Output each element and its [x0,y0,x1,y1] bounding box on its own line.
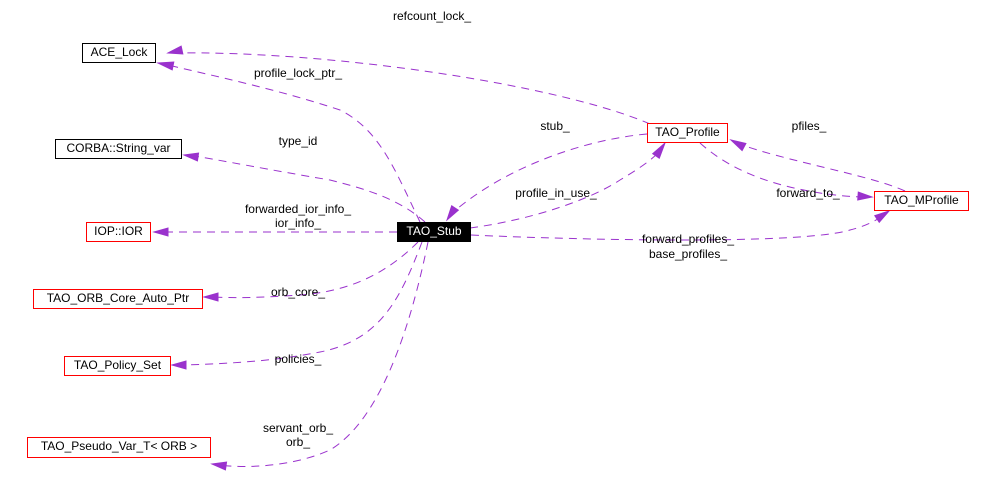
arrowhead-icon [857,191,874,201]
edge-label-base-profiles: base_profiles_ [648,247,728,261]
node-tao-profile[interactable]: TAO_Profile [647,123,728,143]
edge-servant-orb-line [219,241,429,467]
node-corba-string-var[interactable]: CORBA::String_var [55,139,182,159]
edge-label-profile-in-use: profile_in_use_ [515,186,597,200]
edge-label-orb: orb_ [285,435,311,449]
edge-orb-core [202,241,419,302]
arrowhead-icon [729,139,747,152]
node-iop-ior[interactable]: IOP::IOR [86,222,151,242]
edge-type-id [182,152,426,223]
arrowhead-icon [874,209,891,224]
arrowhead-icon [445,205,460,222]
edge-type-id-line [187,154,426,223]
edge-label-forward-to: forward_to_ [776,186,840,200]
arrowhead-icon [182,152,200,162]
edge-stub-line [449,133,648,216]
edge-profile-in-use-line [469,147,663,229]
edge-ior-info [152,227,397,237]
edge-label-refcount-lock: refcount_lock_ [392,9,472,23]
node-tao-stub[interactable]: TAO_Stub [397,222,471,242]
edge-label-forward-profiles: forward_profiles_ [641,232,735,246]
edge-refcount-lock-line [167,52,651,125]
node-tao-orb-core-auto-ptr[interactable]: TAO_ORB_Core_Auto_Ptr [33,289,203,309]
edge-policies [170,241,423,370]
edge-stub [445,133,648,222]
edge-profile-lock-ptr-line [167,64,421,223]
node-tao-policy-set[interactable]: TAO_Policy_Set [64,356,171,376]
edge-servant-orb [210,241,429,471]
edge-label-profile-lock-ptr: profile_lock_ptr_ [253,66,343,80]
edge-label-forwarded-ior-info: forwarded_ior_info_ [244,202,352,216]
node-ace-lock[interactable]: ACE_Lock [82,43,156,63]
edge-forward-profiles [470,209,891,241]
node-tao-pseudo-var-t-orb[interactable]: TAO_Pseudo_Var_T< ORB > [27,437,211,458]
edge-label-orb-core: orb_core_ [270,285,326,299]
node-tao-mprofile[interactable]: TAO_MProfile [874,191,969,211]
edge-profile-in-use [469,142,666,229]
arrowhead-icon [156,61,175,71]
edge-profile-lock-ptr [156,61,421,223]
edge-forward-to-line [699,142,867,198]
arrowhead-icon [152,227,169,237]
arrowhead-icon [170,360,187,370]
arrowhead-icon [210,461,228,471]
edge-refcount-lock [166,45,651,125]
edge-label-policies: policies_ [274,352,322,366]
edge-label-pfiles: pfiles_ [791,119,827,133]
edge-pfiles [729,139,906,192]
arrowhead-icon [166,45,184,55]
edge-label-ior-info: ior_info_ [274,216,322,230]
edge-label-servant-orb: servant_orb_ [262,421,334,435]
edge-label-stub: stub_ [540,119,570,133]
edge-orb-core-line [211,241,419,299]
edge-label-type-id: type_id [278,134,318,148]
arrowhead-icon [651,142,666,160]
edge-pfiles-line [736,142,906,192]
edge-policies-line [179,241,423,366]
arrowhead-icon [202,292,219,302]
edge-forward-to [699,142,874,201]
edge-forward-profiles-line [470,212,887,241]
